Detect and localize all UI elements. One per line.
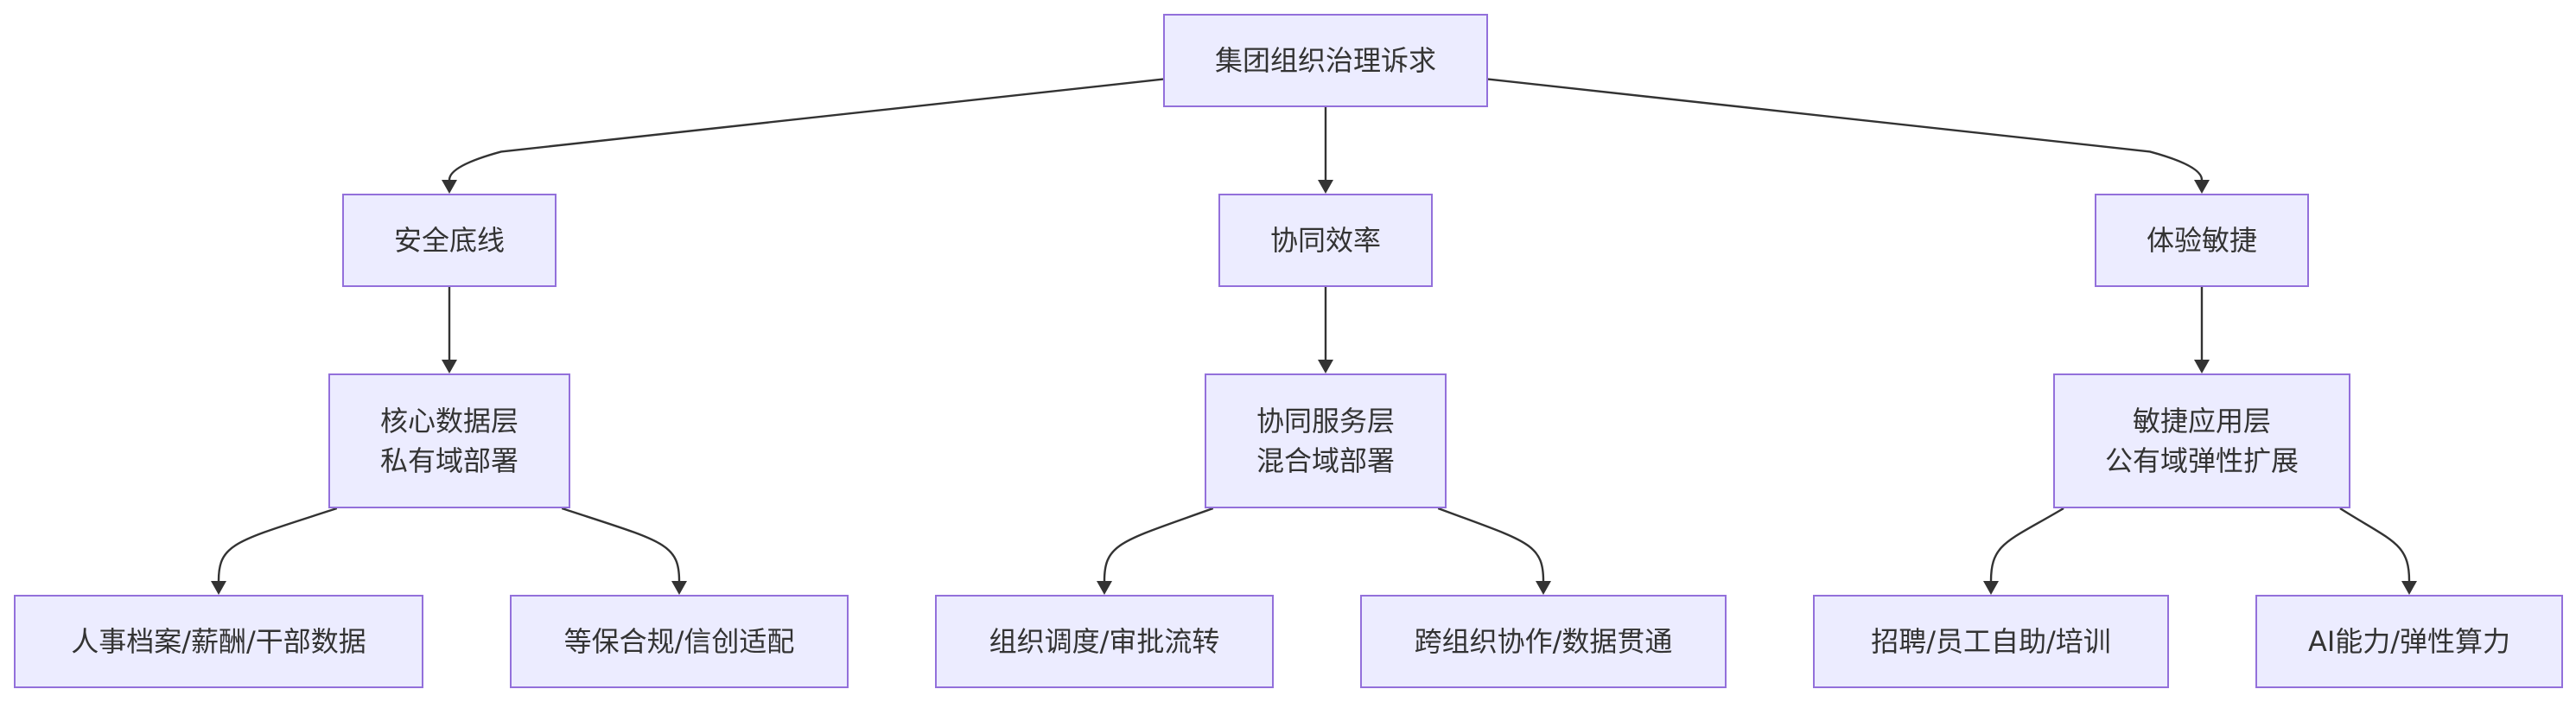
arrowhead-org_dispatch [1097, 581, 1112, 595]
arrowhead-agile_layer [2194, 360, 2210, 373]
arrowhead-collab_layer [1318, 360, 1333, 373]
arrowhead-ai_power [2401, 581, 2417, 595]
edge-collab_layer-to-org_dispatch [1103, 507, 1214, 582]
node-compliance: 等保合规/信创适配 [510, 595, 849, 688]
node-label-line-1: 敏捷应用层 [2132, 405, 2271, 437]
node-label: 体验敏捷 [2146, 224, 2257, 257]
arrowhead-core_layer [442, 360, 457, 373]
node-cross-org: 跨组织协作/数据贯通 [1360, 595, 1727, 688]
edge-core_layer-to-hr_data [217, 507, 338, 582]
node-label: 跨组织协作/数据贯通 [1414, 625, 1673, 658]
arrowhead-agile [2194, 180, 2210, 194]
node-hr-data: 人事档案/薪酬/干部数据 [14, 595, 423, 688]
node-org-dispatch: 组织调度/审批流转 [935, 595, 1274, 688]
edge-core_layer-to-compliance [561, 507, 681, 582]
node-label-line-1: 核心数据层 [379, 405, 518, 437]
node-security-baseline: 安全底线 [342, 194, 557, 287]
arrowhead-cross_org [1536, 581, 1551, 595]
edge-root-to-agile [1487, 78, 2204, 181]
node-label: AI能力/弹性算力 [2307, 625, 2511, 658]
edge-agile_layer-to-ai_power [2339, 507, 2411, 582]
edge-agile_layer-to-recruit [1989, 507, 2064, 582]
node-collab-service-layer: 协同服务层 混合域部署 [1205, 373, 1447, 508]
arrowhead-hr_data [211, 581, 226, 595]
node-label: 人事档案/薪酬/干部数据 [71, 625, 366, 658]
node-recruit: 招聘/员工自助/培训 [1813, 595, 2169, 688]
arrowhead-compliance [671, 581, 687, 595]
node-core-data-layer: 核心数据层 私有域部署 [328, 373, 570, 508]
node-label: 招聘/员工自助/培训 [1871, 625, 2111, 658]
node-collab-efficiency: 协同效率 [1218, 194, 1433, 287]
node-agile-experience: 体验敏捷 [2095, 194, 2309, 287]
node-ai-power: AI能力/弹性算力 [2255, 595, 2563, 688]
arrowhead-collab [1318, 180, 1333, 194]
node-label-line-1: 协同服务层 [1256, 405, 1395, 437]
node-label-line-2: 混合域部署 [1256, 444, 1395, 477]
edge-root-to-security [448, 78, 1164, 181]
node-label: 等保合规/信创适配 [563, 625, 795, 658]
arrowhead-recruit [1983, 581, 1999, 595]
arrowhead-security [442, 180, 457, 194]
node-root-governance: 集团组织治理诉求 [1163, 14, 1488, 107]
node-label: 安全底线 [393, 224, 505, 257]
edge-collab_layer-to-cross_org [1437, 507, 1545, 582]
node-agile-app-layer: 敏捷应用层 公有域弹性扩展 [2053, 373, 2350, 508]
node-label-line-2: 私有域部署 [379, 444, 518, 477]
node-label: 协同效率 [1269, 224, 1381, 257]
node-label-line-2: 公有域弹性扩展 [2104, 444, 2299, 477]
node-label: 集团组织治理诉求 [1214, 44, 1436, 77]
node-label: 组织调度/审批流转 [989, 625, 1220, 658]
